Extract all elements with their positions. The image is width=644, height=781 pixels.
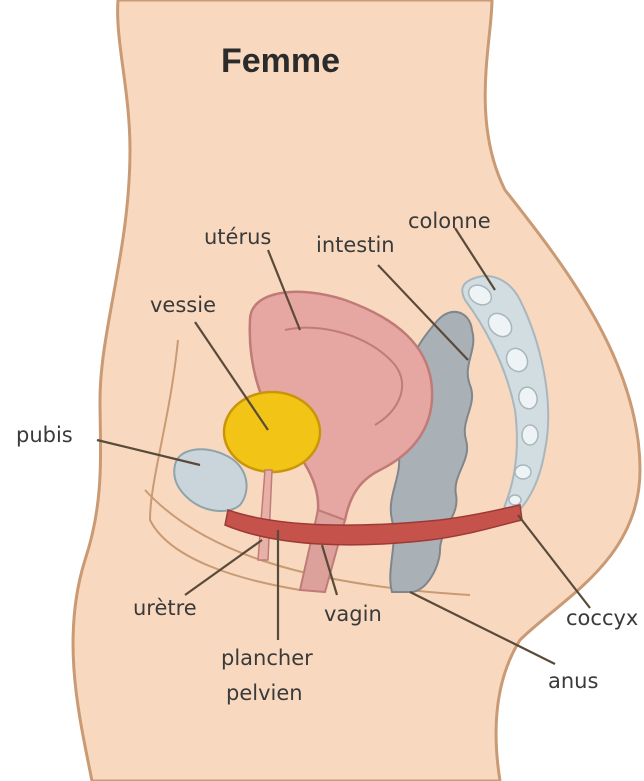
bladder	[224, 392, 320, 472]
label-pubis: pubis	[16, 423, 73, 447]
label-intestin: intestin	[316, 233, 395, 257]
label-vagin: vagin	[324, 602, 382, 626]
label-uterus: utérus	[204, 225, 271, 249]
label-colonne: colonne	[408, 209, 491, 233]
label-plancher-line1: plancher	[221, 646, 313, 670]
label-vessie: vessie	[150, 293, 216, 317]
diagram-title: Femme	[221, 42, 340, 80]
label-plancher-line2: pelvien	[226, 681, 303, 705]
label-uretre: urètre	[133, 596, 197, 620]
label-anus: anus	[548, 669, 598, 693]
label-coccyx: coccyx	[566, 606, 638, 630]
